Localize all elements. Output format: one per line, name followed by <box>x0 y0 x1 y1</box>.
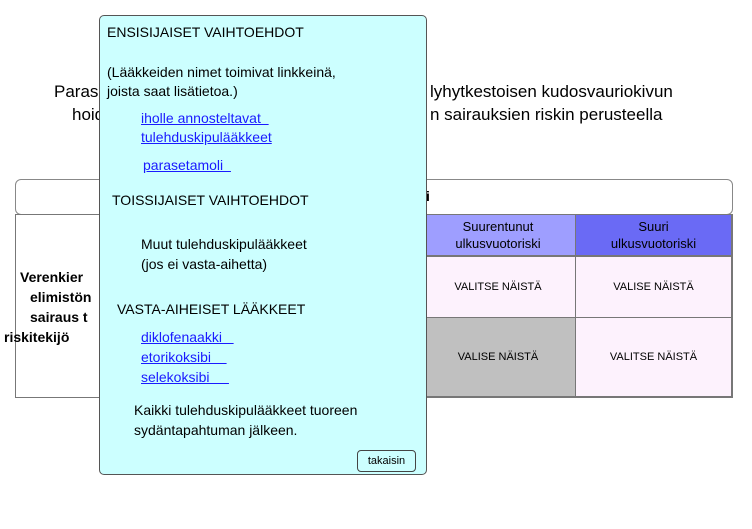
table-header-text: i <box>426 188 430 204</box>
back-button[interactable]: takaisin <box>357 450 416 472</box>
link-diclofenac[interactable]: diklofenaakki <box>141 329 234 345</box>
link-etoricoxib[interactable]: etorikoksibi <box>141 349 227 365</box>
column-header-line: ulkusvuotoriski <box>455 236 541 251</box>
links-note-line-2: joista saat lisätietoa.) <box>107 83 238 99</box>
table-cell-choice-button[interactable]: VALITSE NÄISTÄ <box>575 317 732 397</box>
row-label-line: elimistön <box>30 289 92 305</box>
column-header-increased-bleeding-risk: Suurentunut ulkusvuotoriski <box>420 214 576 256</box>
contraindication-note-2: sydäntapahtuman jälkeen. <box>134 422 298 438</box>
column-header-high-bleeding-risk: Suuri ulkusvuotoriski <box>575 214 732 256</box>
secondary-options-text-2: (jos ei vasta-aihetta) <box>141 256 268 272</box>
column-header-line: Suurentunut <box>462 219 534 234</box>
link-celecoxib[interactable]: selekoksibi <box>141 369 229 385</box>
page-title-line-1-start: Paras <box>54 82 99 101</box>
table-cell-choice-button[interactable]: VALISE NÄISTÄ <box>575 256 732 318</box>
medication-options-popup <box>99 15 427 475</box>
link-topical-nsaids[interactable]: iholle annosteltavat <box>141 110 269 126</box>
page-title-line-1-end: lyhytkestoisen kudosvauriokivun <box>430 82 673 101</box>
page-title-line-2-start: hoid <box>72 105 105 124</box>
column-header-line: ulkusvuotoriski <box>610 236 697 251</box>
row-label-line: riskitekijö <box>4 329 70 345</box>
row-label-line: Verenkier <box>20 269 84 285</box>
link-topical-nsaids-2[interactable]: tulehduskipulääkkeet <box>141 129 272 145</box>
contraindication-note-1: Kaikki tulehduskipulääkkeet tuoreen <box>134 402 358 418</box>
link-paracetamol[interactable]: parasetamoli <box>143 157 231 173</box>
page-title-line-2-end: n sairauksien riskin perusteella <box>430 105 663 124</box>
secondary-options-text-1: Muut tulehduskipulääkkeet <box>141 236 307 252</box>
table-cell-choice-button[interactable]: VALISE NÄISTÄ <box>420 317 576 397</box>
secondary-options-heading: TOISSIJAISET VAIHTOEHDOT <box>112 192 309 208</box>
table-cell-choice-button[interactable]: VALITSE NÄISTÄ <box>420 256 576 318</box>
links-note-line-1: (Lääkkeiden nimet toimivat linkkeinä, <box>107 64 336 80</box>
row-label-line: sairaus t <box>30 309 88 325</box>
primary-options-heading: ENSISIJAISET VAIHTOEHDOT <box>107 24 304 40</box>
row-label-cardiovascular: Verenkier elimistön sairaus t riskitekij… <box>4 267 102 347</box>
column-header-line: Suuri <box>638 219 669 234</box>
contraindicated-heading: VASTA-AIHEISET LÄÄKKEET <box>117 301 306 317</box>
